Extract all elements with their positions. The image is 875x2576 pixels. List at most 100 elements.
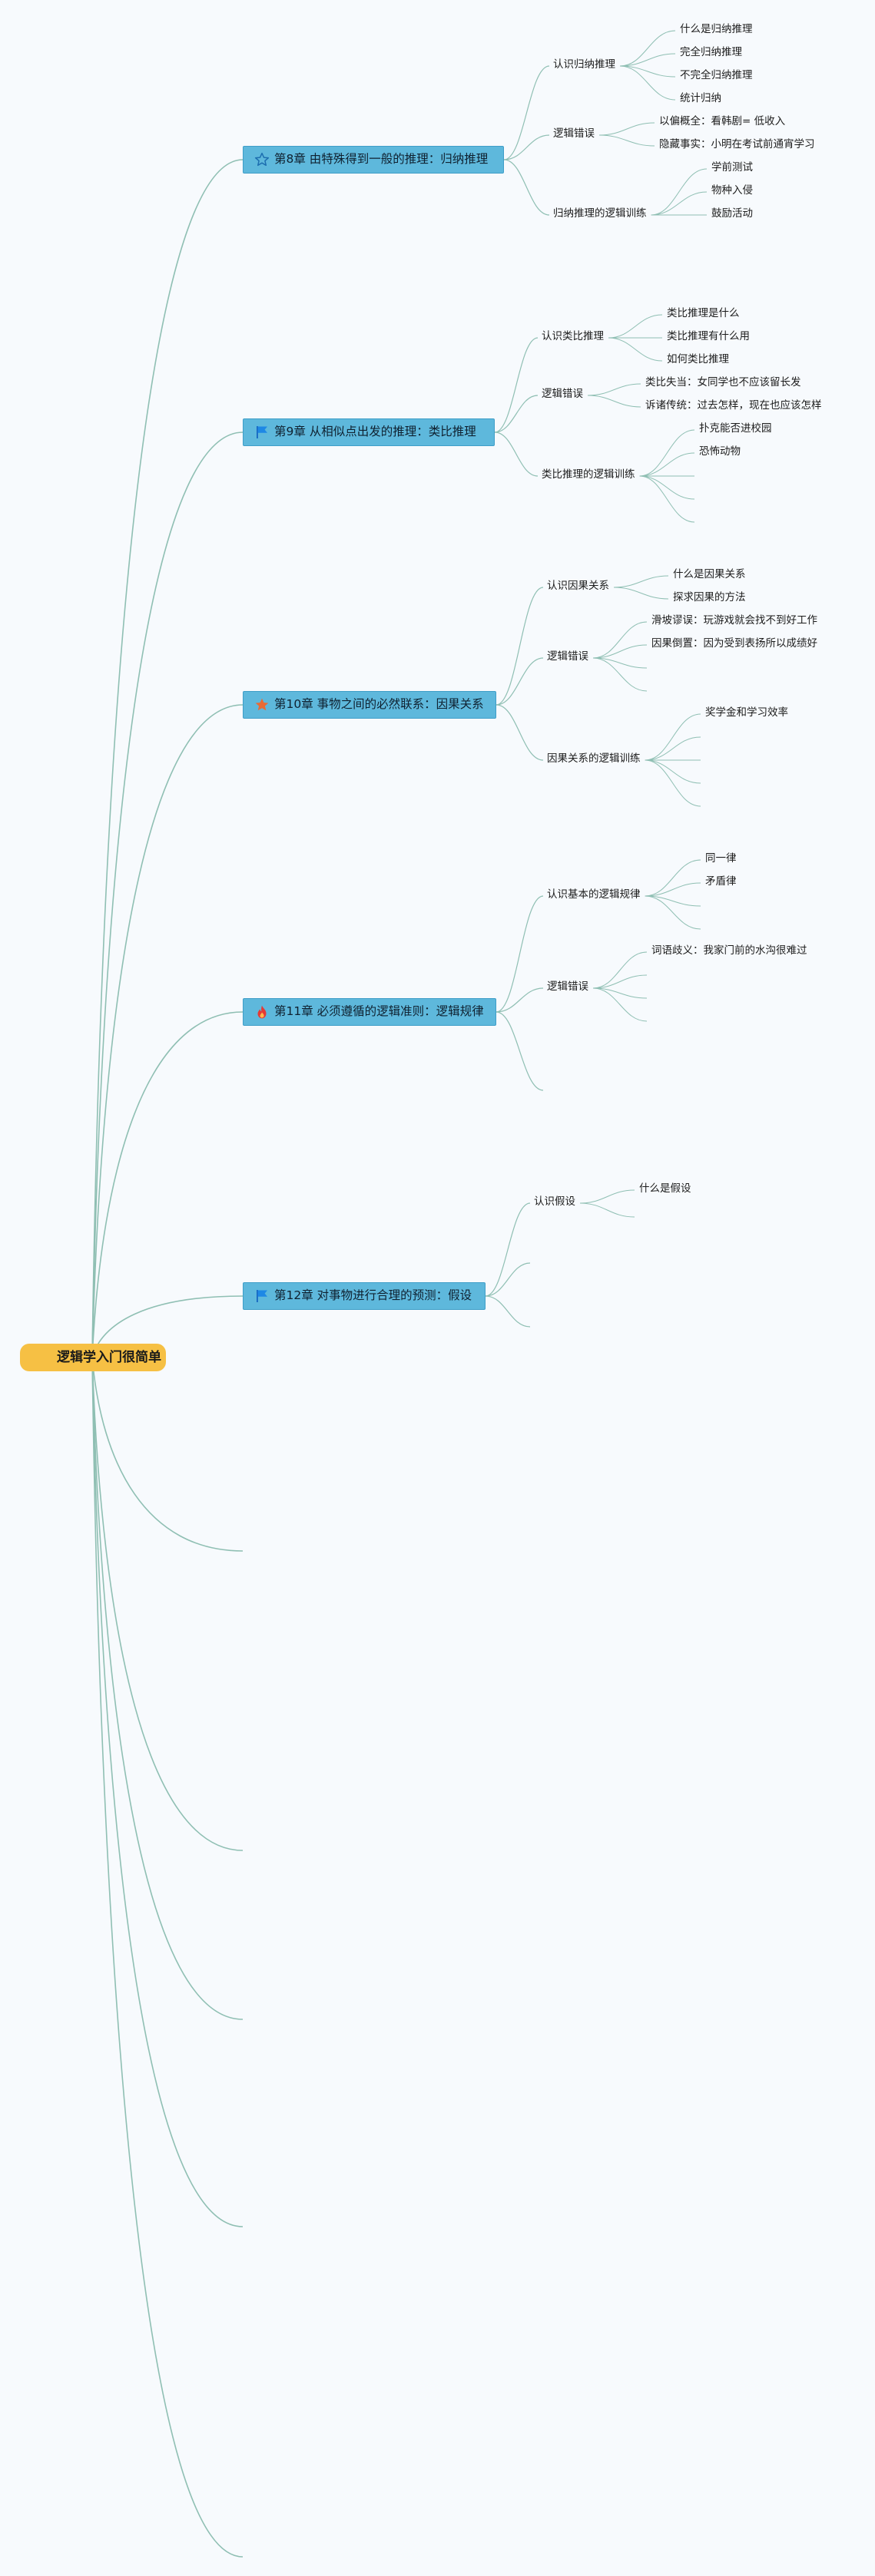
topic-node[interactable]: 归纳推理的逻辑训练 [553, 207, 647, 220]
connector-line [645, 895, 701, 930]
connector-line [639, 452, 695, 477]
chapter-node[interactable]: 第9章 从相似点出发的推理：类比推理 [243, 418, 495, 446]
leaf-node[interactable]: 什么是假设 [639, 1182, 691, 1195]
leaf-node[interactable]: 探求因果的方法 [673, 591, 746, 603]
leaf-node[interactable]: 鼓励活动 [711, 207, 753, 220]
leaf-node[interactable]: 滑坡谬误：玩游戏就会找不到好工作 [651, 614, 817, 627]
connector-line [619, 53, 676, 67]
root-node[interactable]: 逻辑学入门很简单 [20, 1344, 166, 1371]
leaf-node[interactable]: 恐怖动物 [699, 445, 741, 458]
connector-line [645, 759, 701, 807]
connector-line [503, 65, 550, 160]
flag-icon [257, 1290, 267, 1302]
leaf-node[interactable]: 词语歧义：我家门前的水沟很难过 [651, 944, 807, 957]
connector-line [592, 951, 648, 989]
connector-line [651, 191, 708, 216]
chapter-node[interactable]: 第10章 事物之间的必然联系：因果关系 [243, 691, 496, 719]
connector-line [494, 395, 539, 433]
connector-line [579, 1202, 635, 1218]
leaf-node[interactable]: 类比推理是什么 [667, 307, 740, 319]
connector-line [592, 974, 648, 989]
connector-line [91, 432, 244, 1358]
connector-line [496, 704, 544, 761]
connector-line [598, 134, 655, 147]
leaf-node[interactable]: 奖学金和学习效率 [705, 706, 788, 719]
leaf-node[interactable]: 统计归纳 [680, 92, 721, 104]
leaf-node[interactable]: 同一律 [705, 852, 737, 865]
connector-line [619, 65, 676, 78]
topic-node[interactable]: 认识基本的逻辑规律 [547, 888, 641, 901]
connector-line [645, 736, 701, 761]
leaf-node[interactable]: 不完全归纳推理 [680, 69, 753, 81]
connector-line [592, 987, 648, 1022]
connector-line [619, 30, 676, 67]
leaf-node[interactable]: 物种入侵 [711, 184, 753, 197]
topic-node[interactable]: 逻辑错误 [547, 650, 588, 663]
connector-line [494, 432, 539, 477]
connector-line [651, 168, 708, 216]
topic-node[interactable]: 逻辑错误 [542, 388, 583, 400]
fire-icon [257, 1005, 267, 1019]
connector-line [496, 657, 544, 706]
connector-line [485, 1262, 531, 1297]
flag-icon [257, 426, 267, 438]
topic-node[interactable]: 因果关系的逻辑训练 [547, 752, 641, 765]
connector-line [645, 882, 701, 897]
topic-node[interactable]: 类比推理的逻辑训练 [542, 468, 635, 481]
connector-line [608, 337, 663, 362]
leaf-node[interactable]: 类比失当：女同学也不应该留长发 [645, 376, 801, 389]
connector-line [503, 159, 550, 216]
topic-node[interactable]: 认识类比推理 [542, 330, 604, 342]
topic-node[interactable]: 认识假设 [534, 1195, 575, 1208]
topic-node[interactable]: 逻辑错误 [553, 127, 595, 140]
connector-line [485, 1295, 531, 1328]
leaf-node[interactable]: 扑克能否进校园 [699, 422, 772, 435]
connector-line [496, 987, 544, 1013]
connector-line [592, 987, 648, 999]
connector-line [639, 429, 695, 477]
connector-line [592, 657, 648, 669]
chapter-label: 第12章 对事物进行合理的预测：假设 [274, 1288, 472, 1303]
connector-line [91, 1357, 244, 1851]
connector-line [613, 575, 669, 588]
leaf-node[interactable]: 以偏概全：看韩剧= 低收入 [659, 115, 786, 127]
leaf-node[interactable]: 什么是归纳推理 [680, 23, 753, 35]
connector-line [613, 587, 669, 600]
chapter-label: 第10章 事物之间的必然联系：因果关系 [274, 697, 484, 712]
chapter-node[interactable]: 第12章 对事物进行合理的预测：假设 [243, 1282, 486, 1310]
leaf-node[interactable]: 完全归纳推理 [680, 46, 742, 58]
connector-line [645, 859, 701, 897]
star-filled-icon [255, 698, 269, 711]
connector-line [579, 1189, 635, 1204]
chapter-label: 第8章 由特殊得到一般的推理：归纳推理 [274, 152, 489, 167]
chapter-node[interactable]: 第11章 必须遵循的逻辑准则：逻辑规律 [243, 998, 496, 1026]
connector-line [608, 314, 663, 339]
connector-line [496, 1011, 544, 1091]
connector-line [592, 657, 648, 692]
topic-node[interactable]: 逻辑错误 [547, 980, 588, 993]
leaf-node[interactable]: 隐藏事实：小明在考试前通宵学习 [659, 138, 815, 150]
connector-line [91, 1357, 244, 2227]
connector-line [587, 383, 641, 396]
chapter-label: 第11章 必须遵循的逻辑准则：逻辑规律 [274, 1004, 484, 1019]
leaf-node[interactable]: 如何类比推理 [667, 353, 729, 365]
connector-line [494, 337, 539, 433]
root-label: 逻辑学入门很简单 [57, 1349, 161, 1365]
chapter-node[interactable]: 第8章 由特殊得到一般的推理：归纳推理 [243, 146, 504, 174]
connector-line [91, 1357, 244, 1552]
connector-line [645, 759, 701, 784]
star-outline-icon [254, 152, 270, 167]
connector-line [592, 644, 648, 659]
leaf-node[interactable]: 诉诸传统：过去怎样，现在也应该怎样 [645, 399, 822, 412]
connector-line [91, 1011, 244, 1358]
leaf-node[interactable]: 因果倒置：因为受到表扬所以成绩好 [651, 637, 817, 650]
topic-node[interactable]: 认识因果关系 [547, 580, 609, 592]
leaf-node[interactable]: 类比推理有什么用 [667, 330, 750, 342]
leaf-node[interactable]: 什么是因果关系 [673, 568, 746, 580]
topic-node[interactable]: 认识归纳推理 [553, 58, 615, 71]
leaf-node[interactable]: 矛盾律 [705, 875, 737, 888]
connector-line [91, 1357, 244, 2558]
leaf-node[interactable]: 学前测试 [711, 161, 753, 174]
connector-line [639, 475, 695, 523]
